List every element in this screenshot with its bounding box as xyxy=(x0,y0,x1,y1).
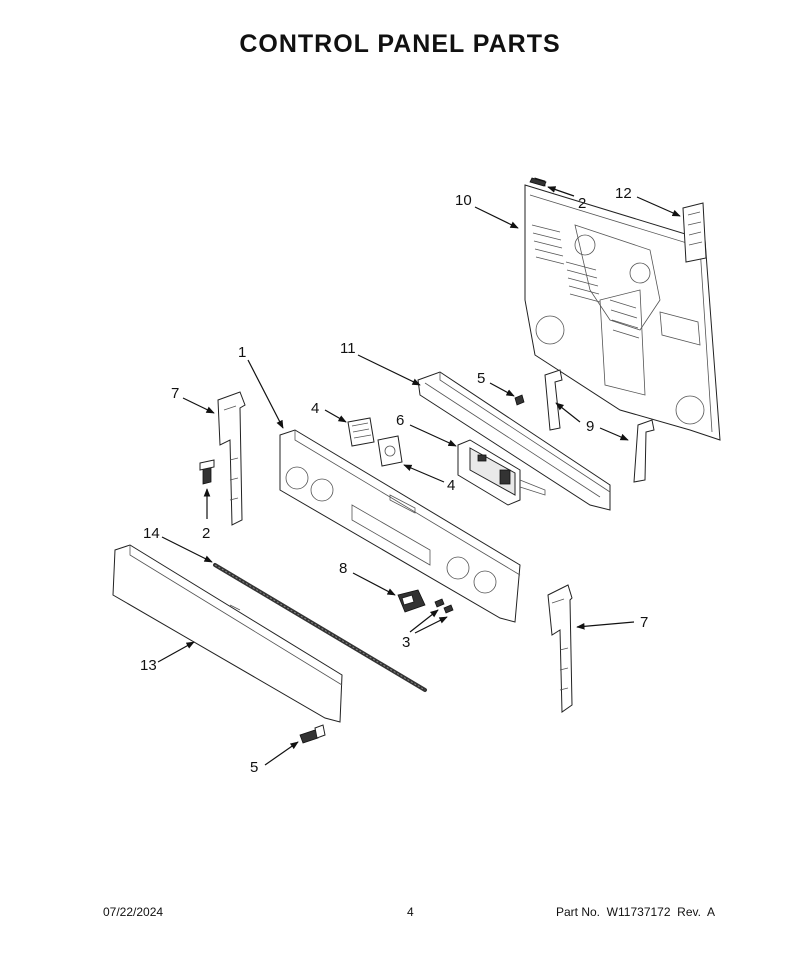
part-10-rear-panel xyxy=(524,177,721,441)
part-5-lower-screw xyxy=(299,724,326,744)
callout-2-left: 2 xyxy=(202,525,210,542)
part-2-left-screw xyxy=(199,459,215,485)
part-8-knob xyxy=(397,589,426,613)
part-6-control-board xyxy=(457,439,546,506)
callout-14: 14 xyxy=(143,525,160,542)
callout-leaders xyxy=(157,186,681,766)
callout-6: 6 xyxy=(396,412,404,429)
callout-1: 1 xyxy=(238,344,246,361)
footer-part-number: Part No. W11737172 Rev. A xyxy=(556,905,715,919)
callout-2-top: 2 xyxy=(578,195,586,212)
callout-labels: 2 10 12 1 7 11 5 4 6 4 9 2 14 8 3 7 13 5 xyxy=(140,185,648,776)
part-3-screws xyxy=(434,598,454,614)
callout-4-lower: 4 xyxy=(447,477,455,494)
part-2-top-screw xyxy=(529,177,547,187)
callout-13: 13 xyxy=(140,657,157,674)
callout-3: 3 xyxy=(402,634,410,651)
part-1-control-console xyxy=(279,429,521,623)
part-13-front-trim xyxy=(112,544,343,723)
footer-date: 07/22/2024 xyxy=(103,905,164,919)
callout-7-right: 7 xyxy=(640,614,648,631)
callout-7-left: 7 xyxy=(171,385,179,402)
part-12-bracket xyxy=(682,202,707,263)
callout-12: 12 xyxy=(615,185,632,202)
callout-9: 9 xyxy=(586,418,594,435)
part-9-brackets xyxy=(544,369,655,483)
callout-5-lower: 5 xyxy=(250,759,258,776)
part-4-switches xyxy=(347,417,403,467)
part-7-right-endcap xyxy=(547,584,573,713)
callout-8: 8 xyxy=(339,560,347,577)
callout-11: 11 xyxy=(340,340,356,357)
callout-10: 10 xyxy=(455,192,472,209)
footer-page-number: 4 xyxy=(407,905,414,919)
page-title: CONTROL PANEL PARTS xyxy=(239,30,561,58)
part-5-upper-screw xyxy=(514,394,525,406)
part-14-gasket xyxy=(213,563,427,692)
callout-4-upper: 4 xyxy=(311,400,319,417)
callout-5-upper: 5 xyxy=(477,370,485,387)
part-11-channel xyxy=(417,371,611,511)
part-7-left-endcap xyxy=(217,391,246,526)
